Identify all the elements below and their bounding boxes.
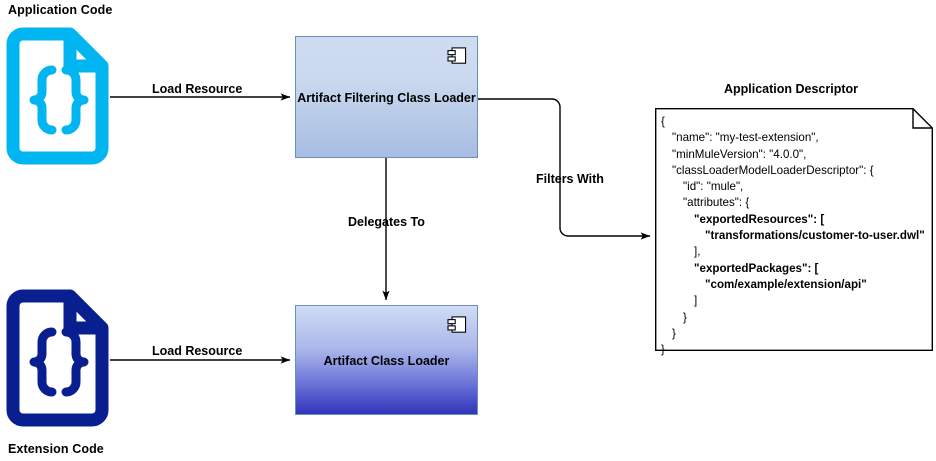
application-descriptor-title: Application Descriptor [723,82,859,96]
descriptor-line: { [661,115,665,128]
descriptor-line: "exportedResources": [ [694,212,825,226]
descriptor-line: "classLoaderModelLoaderDescriptor": { [672,163,874,177]
descriptor-line: "exportedPackages": [ [694,261,819,275]
application-descriptor-json: { "name": "my-test-extension", "minMuleVer… [661,114,925,358]
application-code-file-icon [6,26,110,166]
edge-label-filters-with: Filters With [536,172,604,186]
descriptor-line: "id": "mule", [683,180,744,194]
application-descriptor-note: { "name": "my-test-extension", "minMuleVer… [655,108,933,356]
edge-label-load-resource-top: Load Resource [152,82,243,96]
note-page-shape [655,108,933,351]
code-file-icon-glyph [6,27,109,165]
artifact-class-loader-label: Artifact Class Loader [323,354,450,368]
artifact-filtering-class-loader-node[interactable]: Artifact Filtering Class Loader [295,36,478,158]
descriptor-line: "attributes": { [683,196,750,210]
edge-filters-with [478,98,651,240]
descriptor-line: "name": "my-test-extension", [672,131,819,145]
application-code-caption: Application Code [8,3,113,17]
edge-label-load-resource-bottom: Load Resource [152,344,243,358]
descriptor-line: "minMuleVersion": "4.0.0", [672,147,807,161]
descriptor-line: } [672,326,676,340]
descriptor-line: } [661,343,665,357]
extension-code-caption: Extension Code [8,442,104,456]
extension-code-file-icon [6,288,110,428]
artifact-class-loader-node[interactable]: Artifact Class Loader [295,305,478,415]
edge-label-delegates-to: Delegates To [348,215,425,229]
code-file-icon-glyph [6,289,109,427]
descriptor-line: "com/example/extension/api" [705,277,867,291]
uml-component-icon [447,47,467,64]
artifact-filtering-class-loader-label: Artifact Filtering Class Loader [297,91,476,105]
uml-component-icon [447,316,467,333]
descriptor-line: "transformations/customer-to-user.dwl" [705,229,925,243]
descriptor-line: } [683,310,687,324]
descriptor-line: ], [694,245,701,259]
descriptor-line: ] [694,294,698,308]
